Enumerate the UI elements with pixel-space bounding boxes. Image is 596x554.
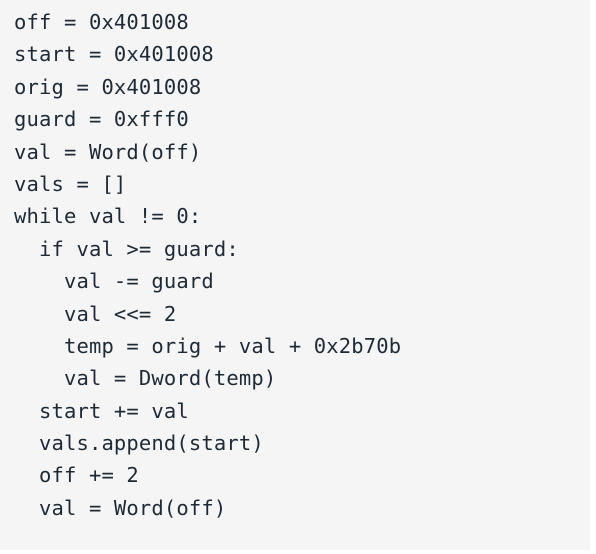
code-line: val <<= 2	[14, 301, 177, 326]
code-line: off += 2	[14, 463, 139, 488]
code-line: val = Dword(temp)	[14, 366, 277, 391]
code-line: if val >= guard:	[14, 236, 239, 261]
code-line: val = Word(off)	[14, 139, 202, 164]
code-line: off = 0x401008	[14, 10, 189, 34]
code-line: val = Word(off)	[14, 495, 227, 520]
code-line: while val != 0:	[14, 204, 202, 229]
code-line: guard = 0xfff0	[14, 107, 189, 132]
code-line: temp = orig + val + 0x2b70b	[14, 333, 402, 358]
code-line: start = 0x401008	[14, 42, 214, 67]
code-line: vals = []	[14, 171, 127, 196]
code-line: start += val	[14, 398, 189, 423]
code-line: orig = 0x401008	[14, 74, 202, 99]
code-line: vals.append(start)	[14, 431, 264, 456]
code-line: val -= guard	[14, 269, 214, 294]
